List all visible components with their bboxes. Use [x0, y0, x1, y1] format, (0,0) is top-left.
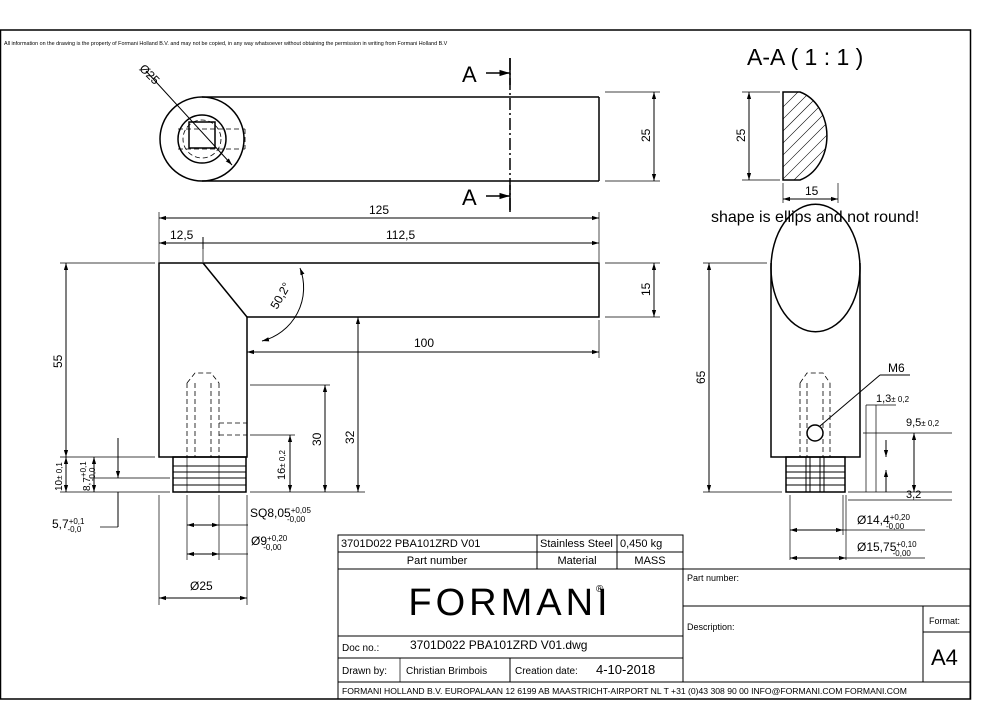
d9-dim: Ø9+0,20-0,00	[251, 534, 288, 552]
dim-13-value: 1,3	[876, 393, 891, 405]
creation-date-value: 4-10-2018	[596, 662, 655, 677]
d9-tol-up: +0,20	[267, 534, 288, 543]
dim-95: 9,5± 0,2	[906, 417, 940, 429]
section-width-dim: 15	[805, 184, 819, 198]
dim-32-side: 3,2	[906, 489, 921, 501]
sq-tol-up: +0,05	[291, 506, 312, 515]
mass-header: MASS	[634, 555, 665, 567]
drawn-by-value: Christian Brimbois	[406, 666, 487, 677]
arm-length-dim: 100	[414, 336, 434, 350]
dim-10: 10± 0,1	[54, 462, 65, 491]
format-label: Format:	[929, 616, 960, 626]
top-dia-label: Ø25	[137, 61, 163, 87]
dim-16-tol: ± 0,2	[278, 449, 287, 467]
sq-dim: SQ8,05+0,05-0,00	[250, 506, 311, 524]
dim-87: 8,7+0,1-0,0	[79, 461, 97, 491]
registered-mark: ®	[596, 584, 604, 595]
section-height-dim: 25	[734, 128, 748, 142]
description-label: Description:	[687, 622, 735, 632]
dim-95-tol: ± 0,2	[921, 419, 939, 428]
dim-57: 5,7+0,1-0,0	[52, 517, 85, 534]
drawn-by-label: Drawn by:	[342, 666, 387, 677]
dim-13: 1,3± 0,2	[876, 393, 910, 405]
left-offset-dim: 12,5	[170, 228, 194, 242]
dim-16: 16± 0,2	[276, 449, 288, 480]
creation-date-label: Creation date:	[515, 666, 578, 677]
d25-dim: Ø25	[190, 579, 213, 593]
d1575-dim: Ø15,75+0,10-0,00	[857, 540, 917, 558]
formani-logo: FORMANI	[408, 582, 611, 624]
part-number-value: 3701D022 PBA101ZRD V01	[341, 538, 480, 550]
material-value: Stainless Steel	[540, 538, 613, 550]
d1575-tol-lo: -0,00	[893, 549, 912, 558]
doc-value: 3701D022 PBA101ZRD V01.dwg	[410, 638, 587, 652]
angle-dim: 50,2°	[267, 280, 293, 312]
overall-length-dim: 125	[369, 203, 389, 217]
side-view: 65 M6 1,3± 0,2 9,5± 0,2 3,2 Ø14,4+0,20-0…	[694, 203, 952, 561]
section-marker-bottom: A	[462, 185, 477, 210]
dim-95-value: 9,5	[906, 417, 921, 429]
section-view: A-A ( 1 : 1 ) 25 15 shape is ellips and …	[711, 44, 919, 226]
sq-value: SQ8,05	[250, 506, 291, 520]
sq-tol-lo: -0,00	[287, 515, 306, 524]
top-view: Ø25 A A 25	[137, 58, 660, 212]
d9-tol-lo: -0,00	[263, 543, 282, 552]
dim-57-tol-up: +0,1	[69, 517, 85, 526]
d144-tol-up: +0,20	[890, 513, 911, 522]
section-title: A-A ( 1 : 1 )	[747, 44, 863, 70]
dim-10-tol: ± 0,1	[55, 462, 64, 480]
dim-57-value: 5,7	[52, 517, 69, 531]
footer-address: FORMANI HOLLAND B.V. EUROPALAAN 12 6199 …	[342, 686, 907, 696]
section-marker-top: A	[462, 62, 477, 87]
top-height-dim: 25	[639, 128, 653, 142]
title-block: FORMANI ® Doc no.: 3701D022 PBA101ZRD V0…	[337, 568, 971, 700]
d144-tol-lo: -0,00	[886, 522, 905, 531]
arm-thickness-dim: 15	[639, 282, 653, 296]
dim-16-value: 16	[276, 468, 288, 480]
height-55-dim: 55	[51, 354, 65, 368]
d1575-value: Ø15,75	[857, 540, 897, 554]
dim-32: 32	[343, 430, 357, 444]
dim-87-value: 8,7	[82, 477, 93, 491]
right-length-dim: 112,5	[386, 228, 415, 242]
dim-87-tol-up: +0,1	[79, 461, 88, 477]
d144-value: Ø14,4	[857, 513, 890, 527]
shape-note: shape is ellips and not round!	[711, 209, 919, 226]
logo-text: FORMANI	[408, 582, 611, 624]
doc-label: Doc no.:	[342, 643, 379, 654]
dim-10-value: 10	[54, 479, 65, 491]
dim-87-tol-lo: -0,0	[88, 467, 97, 481]
format-value: A4	[931, 645, 958, 670]
material-header: Material	[557, 555, 596, 567]
dim-30: 30	[310, 432, 324, 446]
d1575-tol-up: +0,10	[896, 540, 917, 549]
part-table: 3701D022 PBA101ZRD V01 Stainless Steel 0…	[337, 534, 684, 570]
side-height-dim: 65	[694, 370, 708, 384]
part-number-label: Part number:	[687, 573, 739, 583]
dim-57-tol-lo: -0,0	[67, 525, 81, 534]
part-number-header: Part number	[407, 555, 468, 567]
m6-label: M6	[888, 361, 905, 375]
property-notice: All information on the drawing is the pr…	[4, 41, 448, 47]
dim-13-tol: ± 0,2	[891, 395, 909, 404]
mass-value: 0,450 kg	[620, 538, 662, 550]
d144-dim: Ø14,4+0,20-0,00	[857, 513, 910, 531]
d9-value: Ø9	[251, 534, 267, 548]
